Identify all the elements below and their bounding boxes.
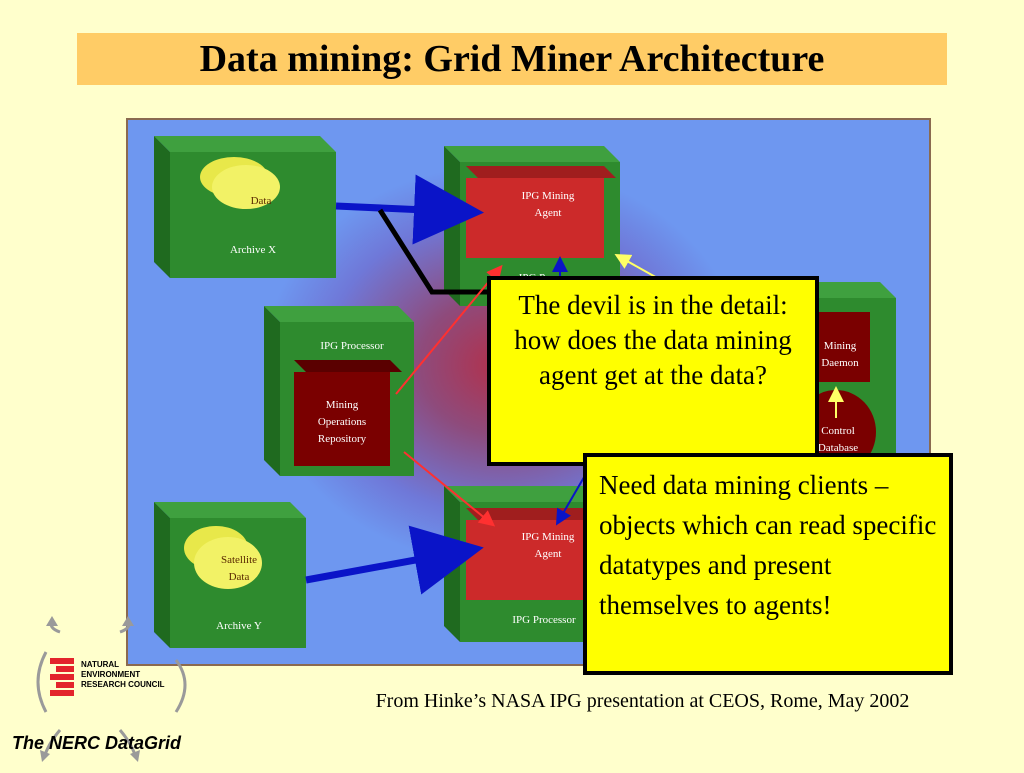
- data-mining-clients-callout: Need data mining clients – objects which…: [583, 453, 953, 675]
- data-store-label: Data: [250, 195, 272, 207]
- title-bar: Data mining: Grid Miner Architecture: [77, 33, 947, 85]
- archive-y-label: Archive Y: [216, 620, 262, 632]
- nerc-emblem-icon: [50, 658, 74, 696]
- daemon-label-1: Mining: [823, 340, 857, 352]
- repo-label-3: Repository: [317, 433, 367, 445]
- repo-label-1: Mining: [325, 399, 359, 411]
- processor-left-label: IPG Processor: [320, 340, 384, 352]
- arrow-archive-y-to-agent: [305, 525, 484, 595]
- slide-title: Data mining: Grid Miner Architecture: [199, 38, 825, 80]
- datagrid-brand: The NERC DataGrid: [12, 733, 182, 753]
- datagrid-ring-icon: [36, 616, 187, 762]
- processor-bottom-label: IPG Processor: [512, 614, 576, 626]
- nerc-name: NATURAL ENVIRONMENT RESEARCH COUNCIL: [81, 660, 165, 690]
- source-attribution: From Hinke’s NASA IPG presentation at CE…: [375, 690, 910, 712]
- satellite-data-label-1: Satellite: [220, 554, 258, 566]
- agent-bottom-label-1: IPG Mining: [521, 531, 575, 543]
- agent-top-label-2: Agent: [534, 207, 562, 219]
- daemon-label-2: Daemon: [821, 357, 859, 369]
- agent-top-label-1: IPG Mining: [521, 190, 575, 202]
- arrow-archive-x-to-agent: [335, 174, 484, 245]
- devil-detail-callout: The devil is in the detail: how does the…: [487, 276, 819, 466]
- nerc-line-3: RESEARCH COUNCIL: [81, 680, 165, 689]
- repo-label-2: Operations: [317, 416, 367, 428]
- nerc-datagrid-logo: [0, 612, 220, 768]
- satellite-data-label-2: Data: [228, 571, 250, 583]
- nerc-line-1: NATURAL: [81, 660, 120, 669]
- control-db-label-1: Control: [821, 425, 855, 437]
- archive-x-label: Archive X: [229, 244, 277, 256]
- black-connector: [377, 208, 500, 295]
- agent-bottom-label-2: Agent: [534, 548, 562, 560]
- diagram-graphics: [154, 136, 896, 648]
- archive-x-box: [154, 136, 336, 278]
- control-db-label-2: Database: [817, 442, 859, 454]
- processor-left-box: [264, 306, 414, 476]
- arrow-repo-to-agent-bottom: [403, 451, 496, 527]
- nerc-line-2: ENVIRONMENT: [81, 670, 141, 679]
- archive-y-box: [154, 502, 306, 648]
- processor-top-box: [444, 146, 620, 306]
- arrow-repo-to-agent-top: [395, 264, 503, 395]
